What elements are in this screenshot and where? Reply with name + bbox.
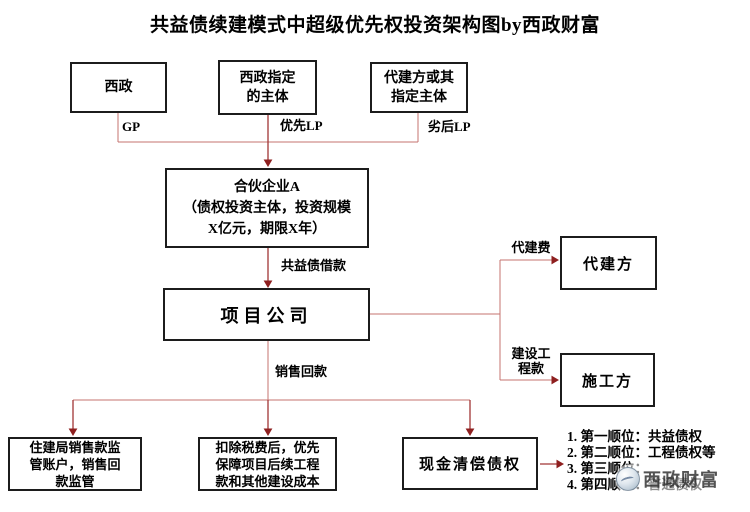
node-agent-builder: 代建方 (560, 236, 657, 290)
node-tax-deduction: 扣除税费后，优先 保障项目后续工程 款和其他建设成本 (198, 437, 337, 491)
sales-distribution-lines (73, 341, 470, 401)
arrows-into-bottom-boxes (68, 400, 475, 436)
node-cash-repayment: 现金清偿债权 (402, 437, 538, 490)
watermark-badge: 西政财富 (615, 464, 723, 494)
priority-item-1: 1. 第一顺位：共益债权 (567, 429, 702, 444)
edge-label-gp: GP (122, 119, 141, 134)
edge-label-common-benefit-loan: 共益债借款 (281, 258, 347, 273)
node-tax-deduction-label: 扣除税费后，优先 保障项目后续工程 款和其他建设成本 (215, 439, 320, 489)
node-constructor-label: 施工方 (581, 373, 633, 390)
edge-label-agent-fee: 代建费 (511, 240, 551, 255)
arrow-loan-to-project (263, 248, 273, 288)
edge-label-subordinate-lp: 劣后LP (428, 119, 471, 134)
node-designated-entity-label: 西政指定 的主体 (239, 70, 296, 105)
edge-label-sales-collection: 销售回款 (275, 364, 328, 379)
node-agent-builder-label: 代建方 (582, 256, 634, 273)
watermark-text: 西政财富 (643, 470, 719, 490)
node-constructor: 施工方 (560, 353, 655, 407)
node-project-company-label: 项目公司 (220, 305, 313, 326)
diagram-title: 共益债续建模式中超级优先权投资架构图by西政财富 (149, 15, 601, 36)
node-supervision-account: 住建局销售款监 管账户，销售回 款监管 (8, 437, 142, 491)
node-partnership-a-label: 合伙企业A （债权投资主体，投资规模 X亿元，期限X年） (183, 179, 351, 237)
arrow-into-partnership (263, 115, 273, 167)
edge-label-priority-lp: 优先LP (280, 118, 323, 133)
globe-logo-icon (616, 467, 640, 491)
lp-merge-connectors (117, 113, 419, 143)
node-designated-entity: 西政指定 的主体 (218, 60, 317, 115)
node-project-company: 项目公司 (163, 288, 370, 341)
priority-item-2: 2. 第二顺位：工程债权等 (567, 445, 716, 460)
node-supervision-account-label: 住建局销售款监 管账户，销售回 款监管 (29, 439, 121, 489)
node-partnership-a: 合伙企业A （债权投资主体，投资规模 X亿元，期限X年） (165, 168, 369, 248)
node-agent-or-designee: 代建方或其 指定主体 (370, 62, 468, 113)
edge-label-construction-payment: 建设工 程款 (511, 346, 551, 376)
node-xizheng-label: 西政 (104, 80, 133, 95)
node-agent-or-designee-label: 代建方或其 指定主体 (384, 70, 454, 105)
node-cash-repayment-label: 现金清偿债权 (418, 457, 521, 473)
node-xizheng: 西政 (70, 62, 167, 113)
arrow-to-priority-list (540, 459, 564, 469)
